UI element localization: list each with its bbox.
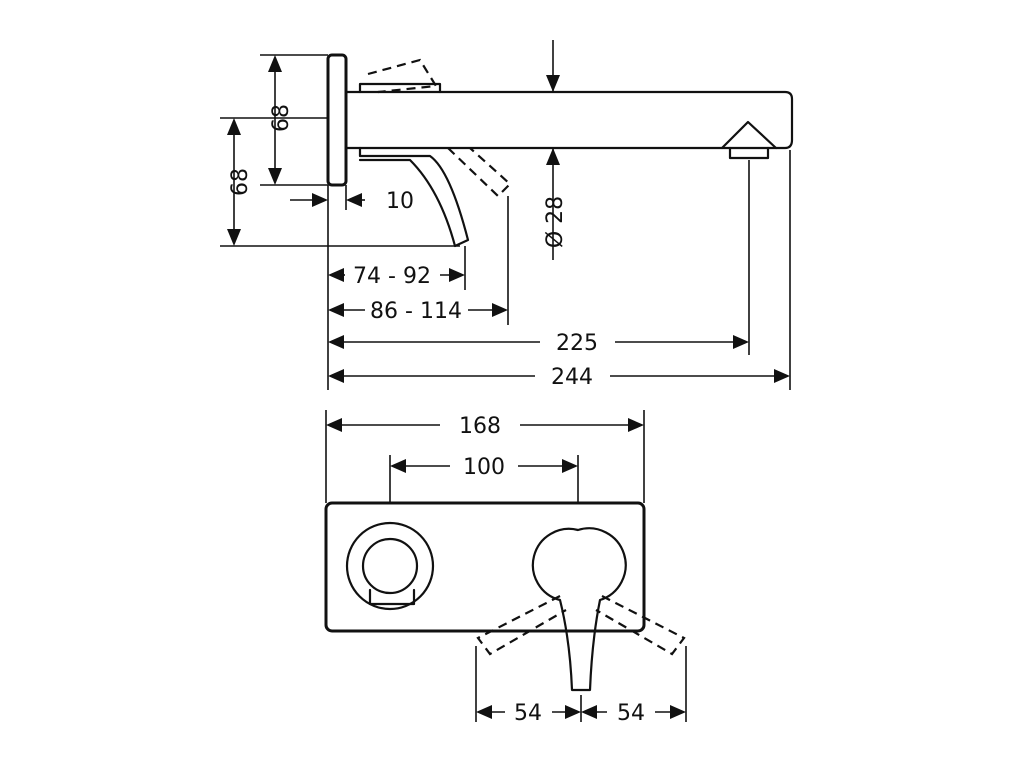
aerator [720, 120, 778, 160]
wall-plate-side [326, 53, 348, 187]
dim-lever-range-2: 86 - 114 [370, 299, 462, 324]
mixer-lever-front [531, 527, 627, 692]
dim-lever-left: 54 [514, 701, 542, 726]
dim-lever-range-1: 74 - 92 [353, 264, 431, 289]
side-view: 68 68 10 Ø 28 74 - 92 86 - 114 225 244 [220, 40, 794, 390]
wall-plate-front [324, 501, 646, 633]
handle-top-dashed [367, 58, 438, 94]
dim-total-length: 244 [551, 365, 593, 390]
dim-thickness: 10 [386, 189, 414, 214]
dim-lever-right: 54 [617, 701, 645, 726]
front-view: 168 100 54 54 [324, 410, 687, 726]
dim-height-top: 68 [269, 104, 294, 132]
lever-left-dashed [476, 595, 567, 656]
diverter-knob-lever [368, 588, 416, 606]
dim-center-distance: 100 [463, 455, 505, 480]
dim-diameter: Ø 28 [543, 196, 568, 248]
dim-plate-width: 168 [459, 414, 501, 439]
handle-top-base [358, 82, 442, 94]
spout-body [344, 90, 794, 150]
dim-height-bottom: 68 [228, 168, 253, 196]
diverter-knob-outer [345, 521, 435, 611]
lever-side [358, 146, 470, 248]
diverter-knob-inner [361, 537, 419, 595]
lever-right-dashed [595, 595, 686, 656]
lever-dashed [447, 147, 512, 198]
dim-spout-outlet: 225 [556, 331, 598, 356]
